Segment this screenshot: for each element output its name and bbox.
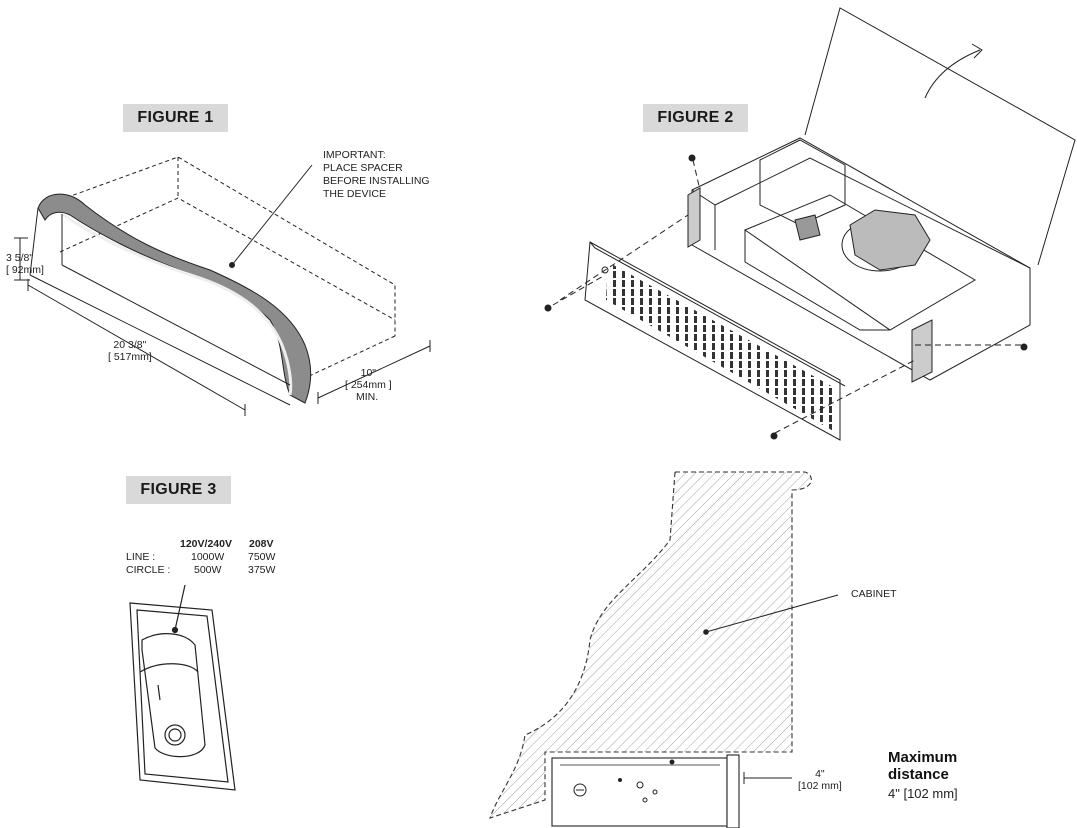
maximum-distance-title: Maximum distance xyxy=(888,749,958,783)
wattage-row-line-label: LINE : xyxy=(126,551,156,563)
figure-1-note: IMPORTANT: PLACE SPACER BEFORE INSTALLIN… xyxy=(323,149,430,200)
cabinet-section-drawing xyxy=(489,471,839,828)
wattage-row-circle-value-2: 375W xyxy=(248,564,276,576)
cabinet-gap-dimension: 4" [102 mm] xyxy=(798,768,842,792)
spacer-drawing xyxy=(14,156,431,416)
figure-1-height-dimension: 3 5/8" [ 92mm] xyxy=(6,252,44,276)
wattage-header-208: 208V xyxy=(249,538,274,550)
figure-1-label: FIGURE 1 xyxy=(123,104,228,132)
figure-1-depth-dimension: 10" [ 254mm ] xyxy=(345,367,392,391)
cabinet-label: CABINET xyxy=(851,588,897,600)
heater-assembly-drawing xyxy=(544,7,1076,441)
wattage-header-120-240: 120V/240V xyxy=(180,538,232,550)
figure-1-depth-min: MIN. xyxy=(356,391,379,403)
wattage-row-circle-value-1: 500W xyxy=(194,564,222,576)
rocker-switch-drawing xyxy=(129,584,236,791)
wattage-row-line-value-1: 1000W xyxy=(191,551,225,563)
figure-1-width-dimension: 20 3/8" [ 517mm] xyxy=(108,339,152,363)
figure-3-label: FIGURE 3 xyxy=(126,476,231,504)
figure-2-label: FIGURE 2 xyxy=(643,104,748,132)
maximum-distance-value: 4" [102 mm] xyxy=(888,786,958,801)
wattage-row-circle-label: CIRCLE : xyxy=(126,564,171,576)
wattage-row-line-value-2: 750W xyxy=(248,551,276,563)
